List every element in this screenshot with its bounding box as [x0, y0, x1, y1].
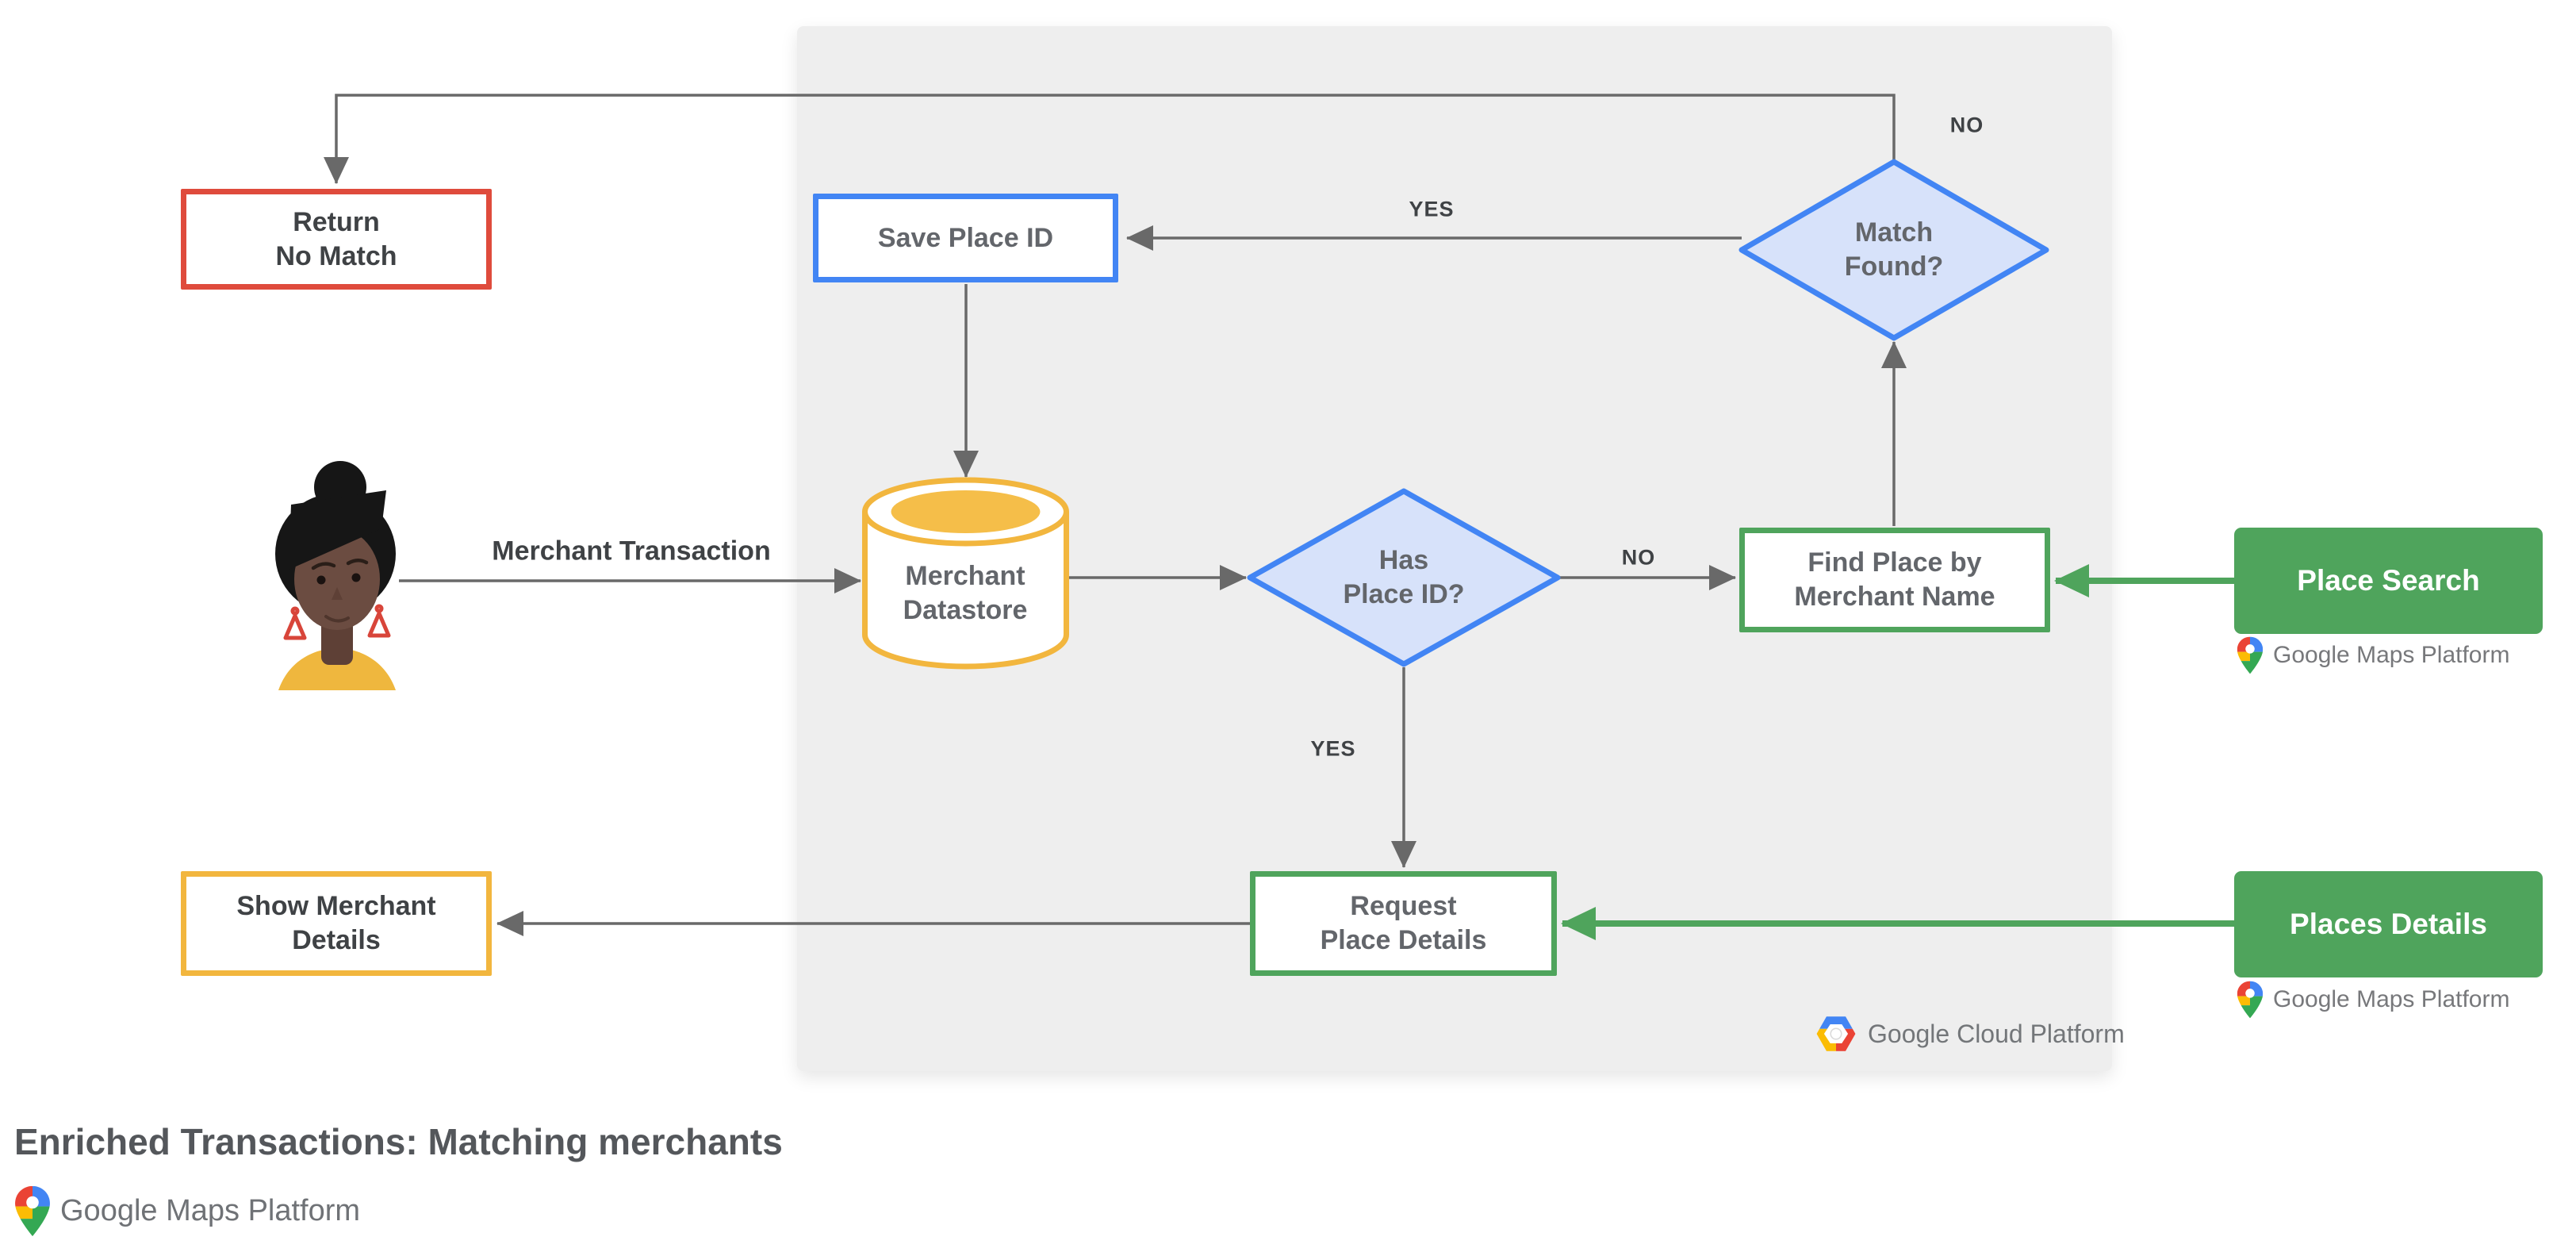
yes-label-save: YES	[1409, 197, 1455, 221]
match-found-label: Match Found?	[1844, 217, 1944, 282]
gmp-logo-footer: Google Maps Platform	[14, 1185, 360, 1237]
request-place-details-box[interactable]: Request Place Details	[1250, 871, 1557, 976]
no-label-top: NO	[1949, 113, 1984, 137]
gmp-logo-text: Google Maps Platform	[60, 1194, 361, 1227]
gray-edges	[324, 94, 1907, 936]
user-avatar	[274, 460, 401, 690]
maps-pin-icon	[2237, 636, 2264, 674]
maps-pin-icon	[2237, 981, 2264, 1019]
green-edges	[1561, 564, 2234, 940]
gmp-logo-text: Google Maps Platform	[2273, 642, 2510, 668]
merchant-datastore-cylinder[interactable]	[862, 477, 1069, 670]
no-label-mid: NO	[1621, 545, 1656, 570]
merchant-datastore-label: Merchant Datastore	[903, 561, 1028, 625]
person-icon	[275, 461, 396, 690]
find-place-label: Find Place by Merchant Name	[1794, 547, 1995, 612]
match-found-diamond[interactable]	[1738, 159, 2049, 341]
gcp-logo: Google Cloud Platform	[1815, 1016, 2125, 1052]
edge-no-return	[324, 94, 1896, 184]
diagram-title: Enriched Transactions: Matching merchant…	[14, 1121, 783, 1162]
yes-label-down: YES	[1310, 736, 1356, 761]
places-details-label: Places Details	[2290, 907, 2487, 940]
request-place-details-label: Request Place Details	[1320, 891, 1487, 955]
show-merchant-details-box[interactable]: Show Merchant Details	[181, 871, 492, 976]
has-place-id-label: Has Place ID?	[1343, 545, 1465, 609]
save-place-id-box[interactable]: Save Place ID	[813, 194, 1118, 282]
return-no-match-label: Return No Match	[275, 206, 397, 271]
place-search-label: Place Search	[2297, 563, 2480, 597]
gmp-logo-place-search: Google Maps Platform	[2237, 636, 2509, 674]
gmp-logo-places-details: Google Maps Platform	[2237, 981, 2509, 1019]
gmp-logo-text: Google Maps Platform	[2273, 986, 2510, 1012]
show-merchant-details-label: Show Merchant Details	[236, 891, 436, 955]
cylinder-top-disc	[891, 490, 1041, 533]
has-place-id-diamond[interactable]	[1247, 488, 1561, 667]
save-place-id-label: Save Place ID	[877, 222, 1054, 253]
place-search-api-box[interactable]: Place Search	[2234, 528, 2543, 634]
places-details-api-box[interactable]: Places Details	[2234, 871, 2543, 977]
return-no-match-box[interactable]: Return No Match	[181, 189, 492, 290]
gcp-logo-text: Google Cloud Platform	[1868, 1019, 2125, 1048]
find-place-box[interactable]: Find Place by Merchant Name	[1739, 528, 2050, 632]
cloud-hexagon-icon	[1816, 1016, 1856, 1051]
merchant-transaction-label: Merchant Transaction	[492, 536, 771, 566]
maps-pin-icon	[15, 1185, 50, 1237]
